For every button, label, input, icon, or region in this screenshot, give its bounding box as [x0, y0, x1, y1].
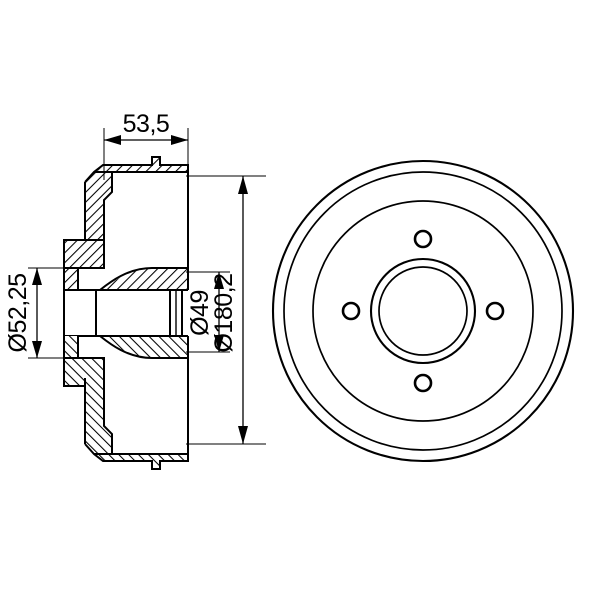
front-view [271, 159, 575, 463]
hub-bore-circle [378, 266, 468, 356]
drum-wall-lower-section [84, 378, 189, 470]
hub-outer-circle [369, 257, 477, 365]
outer-rim-circle [271, 159, 575, 463]
dimension-diameter-52-25: Ø52,25 [4, 267, 70, 359]
drum-wall-upper-section [84, 156, 189, 248]
dimension-label-52-25: Ø52,25 [4, 273, 32, 352]
drum-face-circle [312, 200, 534, 422]
bolt-hole-left [341, 301, 361, 321]
cross-section-view [63, 156, 189, 470]
dimension-diameter-49: Ø49 [186, 271, 230, 353]
bolt-hole-bottom [413, 373, 433, 393]
dimension-label-49: Ø49 [186, 290, 214, 336]
dimension-width-53-5: 53,5 [103, 110, 189, 180]
hub-bore-body-section [63, 290, 183, 336]
hub-web-upper-section [63, 239, 189, 291]
dimension-diameter-180-2: Ø180,2 [186, 175, 266, 445]
bolt-hole-right [485, 301, 505, 321]
bolt-hole-top [413, 229, 433, 249]
dimension-label-180-2: Ø180,2 [210, 273, 238, 352]
dimension-label-53-5: 53,5 [123, 110, 170, 138]
hub-web-lower-section [63, 335, 189, 387]
inner-rim-circle [283, 171, 563, 451]
